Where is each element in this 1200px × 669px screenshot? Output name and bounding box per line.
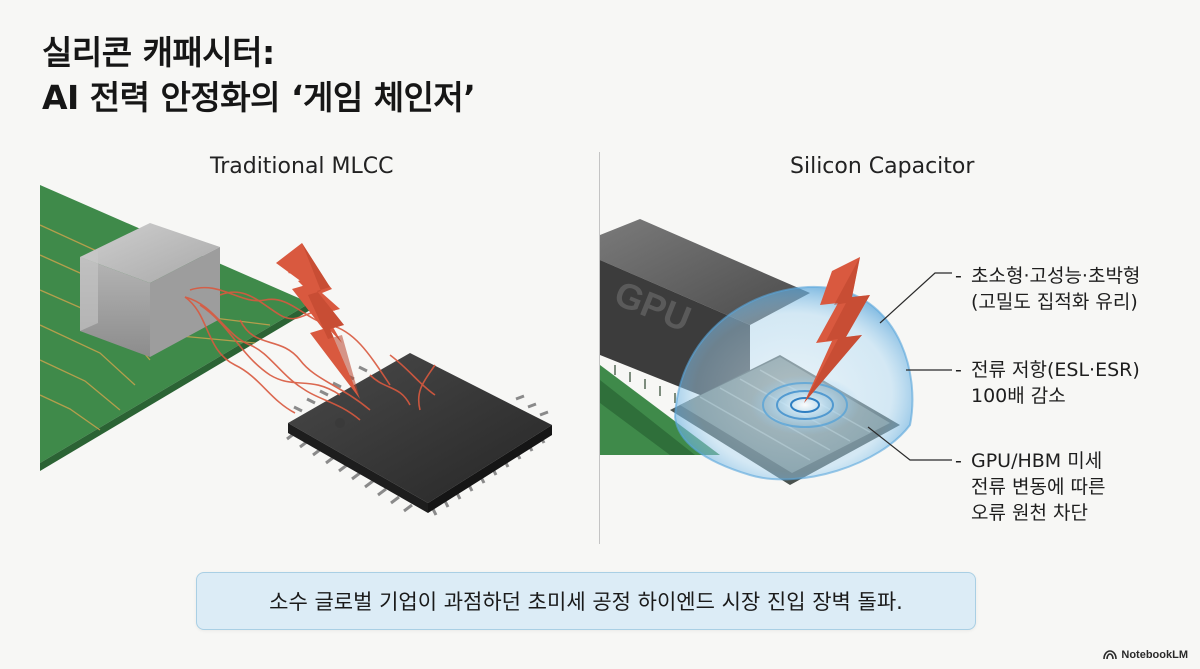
ripple-glow [750,375,860,435]
callout-lines [867,272,952,461]
callout-3-line-3: 오류 원천 차단 [971,502,1088,524]
notebooklm-logo: NotebookLM [1103,649,1188,661]
callout-1-line-1: 초소형·고성능·초박형 [971,265,1141,287]
summary-banner-text: 소수 글로벌 기업이 과점하던 초미세 공정 하이엔드 시장 진입 장벽 돌파. [269,590,903,614]
notebooklm-logo-text: NotebookLM [1121,649,1188,661]
left-panel-label: Traditional MLCC [210,154,394,179]
silicon-capacitor-illustration: GPU [600,219,952,485]
callout-2-line-2: 100배 감소 [971,385,1066,407]
panel-divider [599,152,600,544]
callout-3-line-1: GPU/HBM 미세 [971,450,1103,472]
lightning-bolt-icon [804,257,870,403]
callout-3: -GPU/HBM 미세 전류 변동에 따른 오류 원천 차단 [955,450,1106,524]
notebooklm-logo-icon [1103,650,1118,660]
title-line-1: 실리콘 캐패시터: [42,33,275,72]
right-panel-label: Silicon Capacitor [790,154,975,179]
mlcc-capacitor [80,223,220,357]
summary-banner: 소수 글로벌 기업이 과점하던 초미세 공정 하이엔드 시장 진입 장벽 돌파. [196,572,976,630]
callout-1: -초소형·고성능·초박형 (고밀도 집적화 유리) [955,265,1141,313]
callout-2: -전류 저항(ESL·ESR) 100배 감소 [955,359,1140,407]
title-line-2: AI 전력 안정화의 ‘게임 체인저’ [42,78,476,117]
mlcc-illustration [40,185,552,516]
callout-3-line-2: 전류 변동에 따른 [971,476,1106,498]
page-title: 실리콘 캐패시터: AI 전력 안정화의 ‘게임 체인저’ [42,30,476,120]
lightning-bolt-icon [276,243,360,399]
qfp-chip [286,353,552,516]
callout-1-line-2: (고밀도 집적화 유리) [971,291,1138,313]
callout-2-line-1: 전류 저항(ESL·ESR) [971,359,1140,381]
